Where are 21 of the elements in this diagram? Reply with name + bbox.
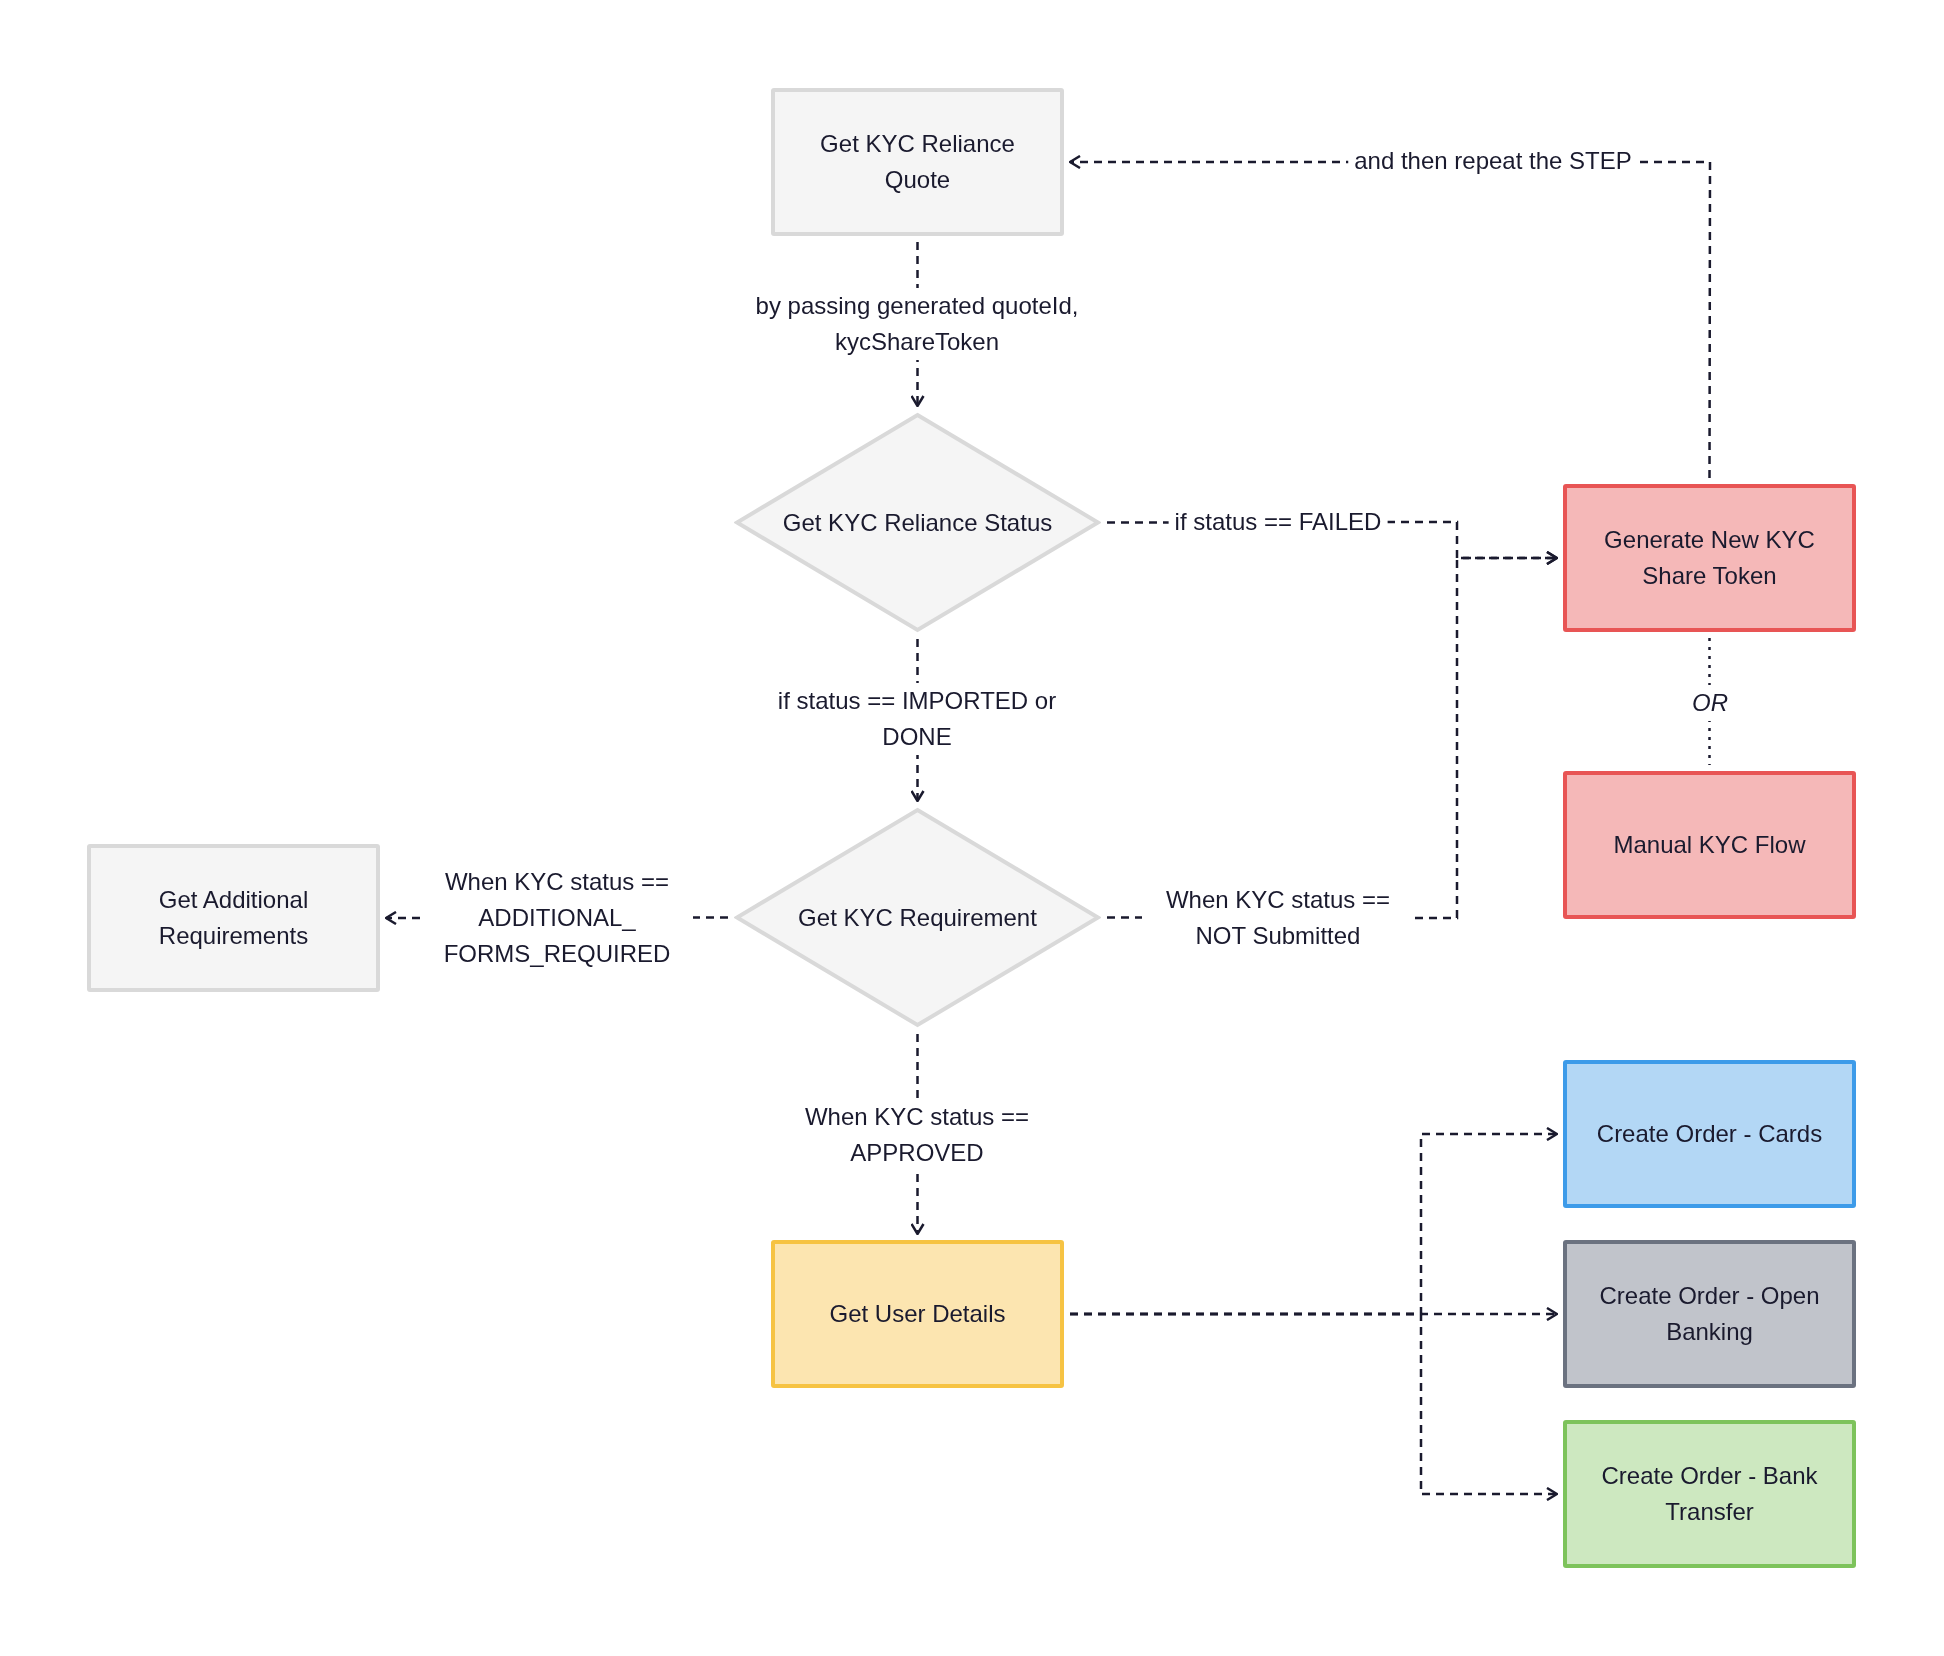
node-label: Get KYC Reliance Status (782, 507, 1053, 538)
process-box (1563, 1060, 1856, 1208)
node-label: Get User Details (829, 1299, 1006, 1329)
node-label: Get Additional Requirements (157, 885, 310, 951)
decision-diamond (734, 412, 1101, 633)
node-label: Create Order - Bank Transfer (1600, 1461, 1819, 1527)
process-box (771, 1240, 1064, 1388)
process-box (771, 88, 1064, 236)
process-box (87, 844, 380, 992)
node-label: Create Order - Cards (1596, 1119, 1823, 1149)
process-box (1563, 1420, 1856, 1568)
node-label: Get KYC Requirement (798, 902, 1037, 933)
node-label: Get KYC Reliance Quote (819, 129, 1016, 195)
process-box (1563, 484, 1856, 632)
node-label: Manual KYC Flow (1613, 830, 1806, 860)
process-box (1563, 1240, 1856, 1388)
node-label: Generate New KYC Share Token (1603, 525, 1816, 591)
process-box (1563, 771, 1856, 919)
arrow (1070, 1312, 1559, 1502)
node-label: Create Order - Open Banking (1598, 1281, 1821, 1347)
decision-diamond (734, 807, 1101, 1028)
